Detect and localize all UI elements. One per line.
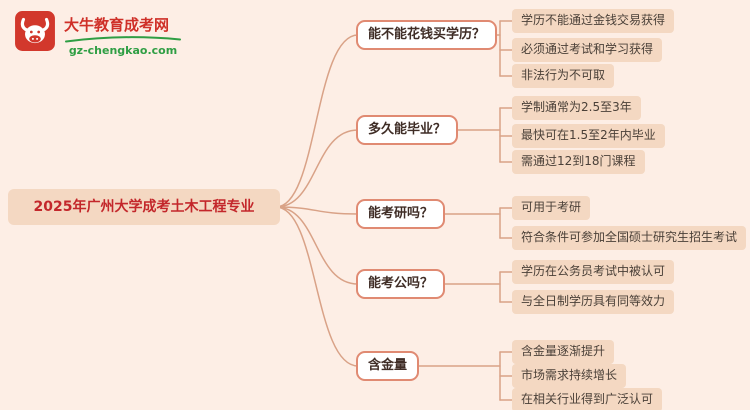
answer-item: 学历不能通过金钱交易获得: [512, 9, 675, 33]
answer-item: 非法行为不可取: [512, 64, 615, 88]
answer-item: 需通过12到18门课程: [512, 150, 645, 174]
answer-item: 学历在公务员考试中被认可: [512, 260, 675, 284]
question-postgraduate-exam: 能考研吗？: [356, 199, 446, 229]
answer-item: 符合条件可参加全国硕士研究生招生考试: [512, 226, 747, 250]
bull-logo-icon: [15, 11, 55, 51]
logo: 大牛教育成考网 gz-chengkao.com: [14, 10, 182, 57]
answer-item: 必须通过考试和学习获得: [512, 38, 663, 62]
answer-item: 市场需求持续增长: [512, 364, 627, 388]
question-buy-degree: 能不能花钱买学历？: [356, 20, 498, 50]
answer-item: 含金量逐渐提升: [512, 340, 615, 364]
logo-swoosh-underline: [65, 36, 181, 43]
answer-item: 学制通常为2.5至3年: [512, 96, 641, 120]
root-topic: 2025年广州大学成考土木工程专业: [8, 189, 280, 225]
logo-text: 大牛教育成考网 gz-chengkao.com: [64, 10, 182, 57]
question-value: 含金量: [356, 351, 420, 381]
answer-item: 最快可在1.5至2年内毕业: [512, 124, 665, 148]
question-graduation-time: 多久能毕业？: [356, 115, 459, 145]
logo-url: gz-chengkao.com: [68, 44, 178, 57]
answer-item: 在相关行业得到广泛认可: [512, 388, 663, 410]
answer-item: 与全日制学历具有同等效力: [512, 290, 675, 314]
question-civil-service-exam: 能考公吗？: [356, 269, 446, 299]
answer-item: 可用于考研: [512, 196, 591, 220]
logo-title: 大牛教育成考网: [64, 16, 170, 34]
